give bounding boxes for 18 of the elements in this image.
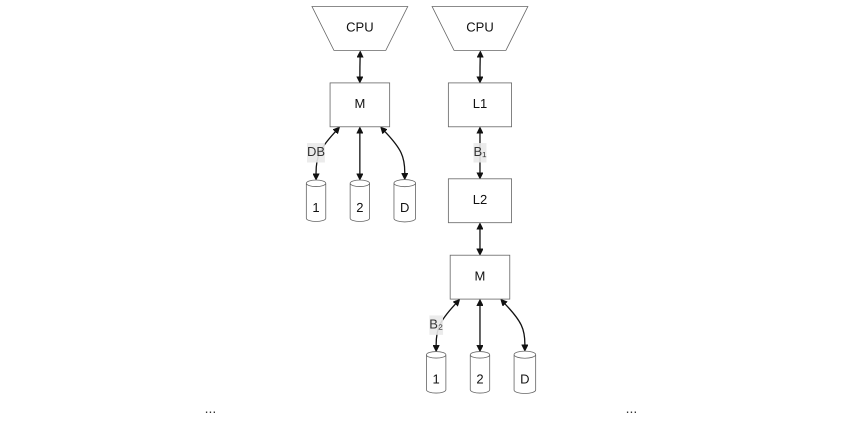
node-box: L2 xyxy=(448,178,512,224)
edge-label: DB xyxy=(307,145,326,160)
arrow xyxy=(380,126,408,180)
arrow xyxy=(476,299,484,352)
node-box: M xyxy=(330,82,390,128)
arrow xyxy=(312,126,340,180)
arrow xyxy=(432,299,460,352)
ellipsis-label: ... xyxy=(626,400,638,418)
edge-label: B₂ xyxy=(429,318,444,332)
arrow xyxy=(500,299,528,352)
arrow xyxy=(356,126,364,180)
ellipsis-label: ... xyxy=(204,400,216,418)
edge-label: B₁ xyxy=(473,145,487,160)
arrow xyxy=(476,50,484,84)
node-box: L1 xyxy=(448,82,512,128)
node-box: M xyxy=(450,254,510,300)
arrow xyxy=(476,222,484,256)
arrow xyxy=(356,50,364,84)
